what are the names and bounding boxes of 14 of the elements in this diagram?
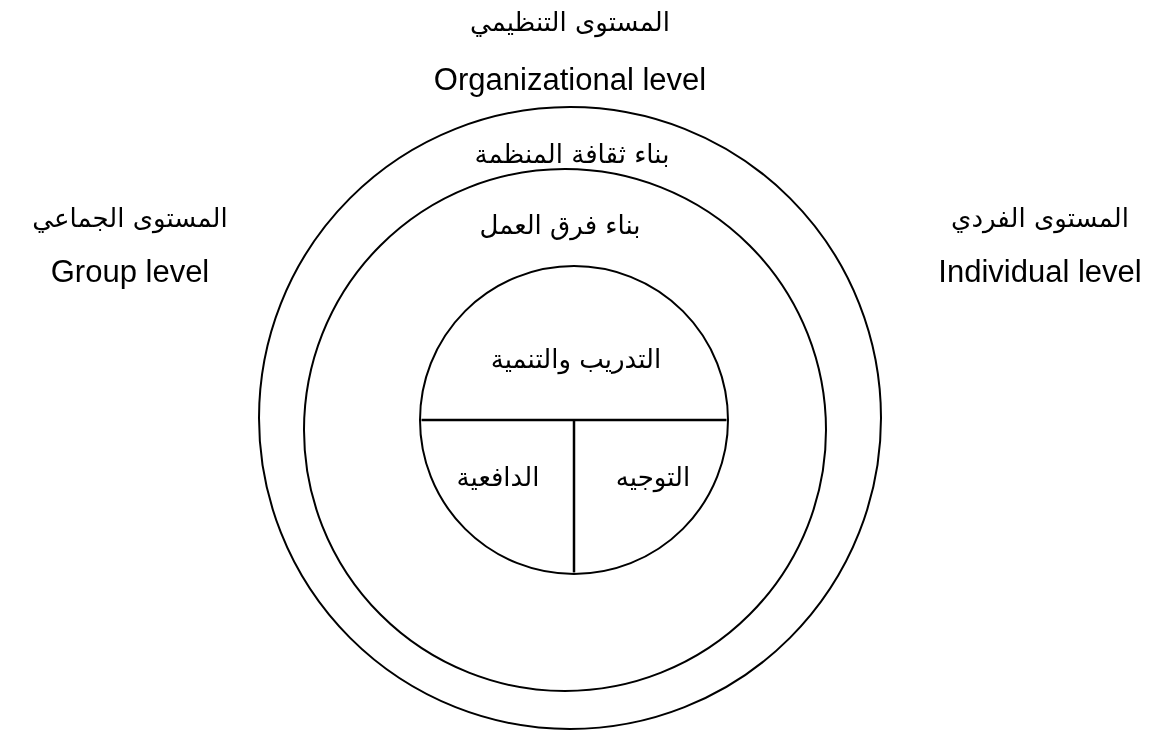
inner-circle [419, 265, 729, 575]
segment-label: الدافعية [456, 462, 540, 492]
level-label: المستوى الجماعي [32, 203, 228, 233]
circle-title: بناء فرق العمل [479, 210, 641, 240]
level-label: Group level [50, 254, 210, 290]
circle-title: بناء ثقافة المنظمة [474, 139, 670, 169]
level-label: Individual level [938, 254, 1142, 290]
outer-circle [258, 106, 882, 730]
level-label: المستوى التنظيمي [470, 7, 670, 37]
circle-title: التدريب والتنمية [490, 344, 662, 374]
level-label: Organizational level [433, 62, 707, 98]
level-label: المستوى الفردي [951, 203, 1129, 233]
middle-circle [303, 168, 827, 692]
segment-label: التوجيه [615, 462, 691, 492]
